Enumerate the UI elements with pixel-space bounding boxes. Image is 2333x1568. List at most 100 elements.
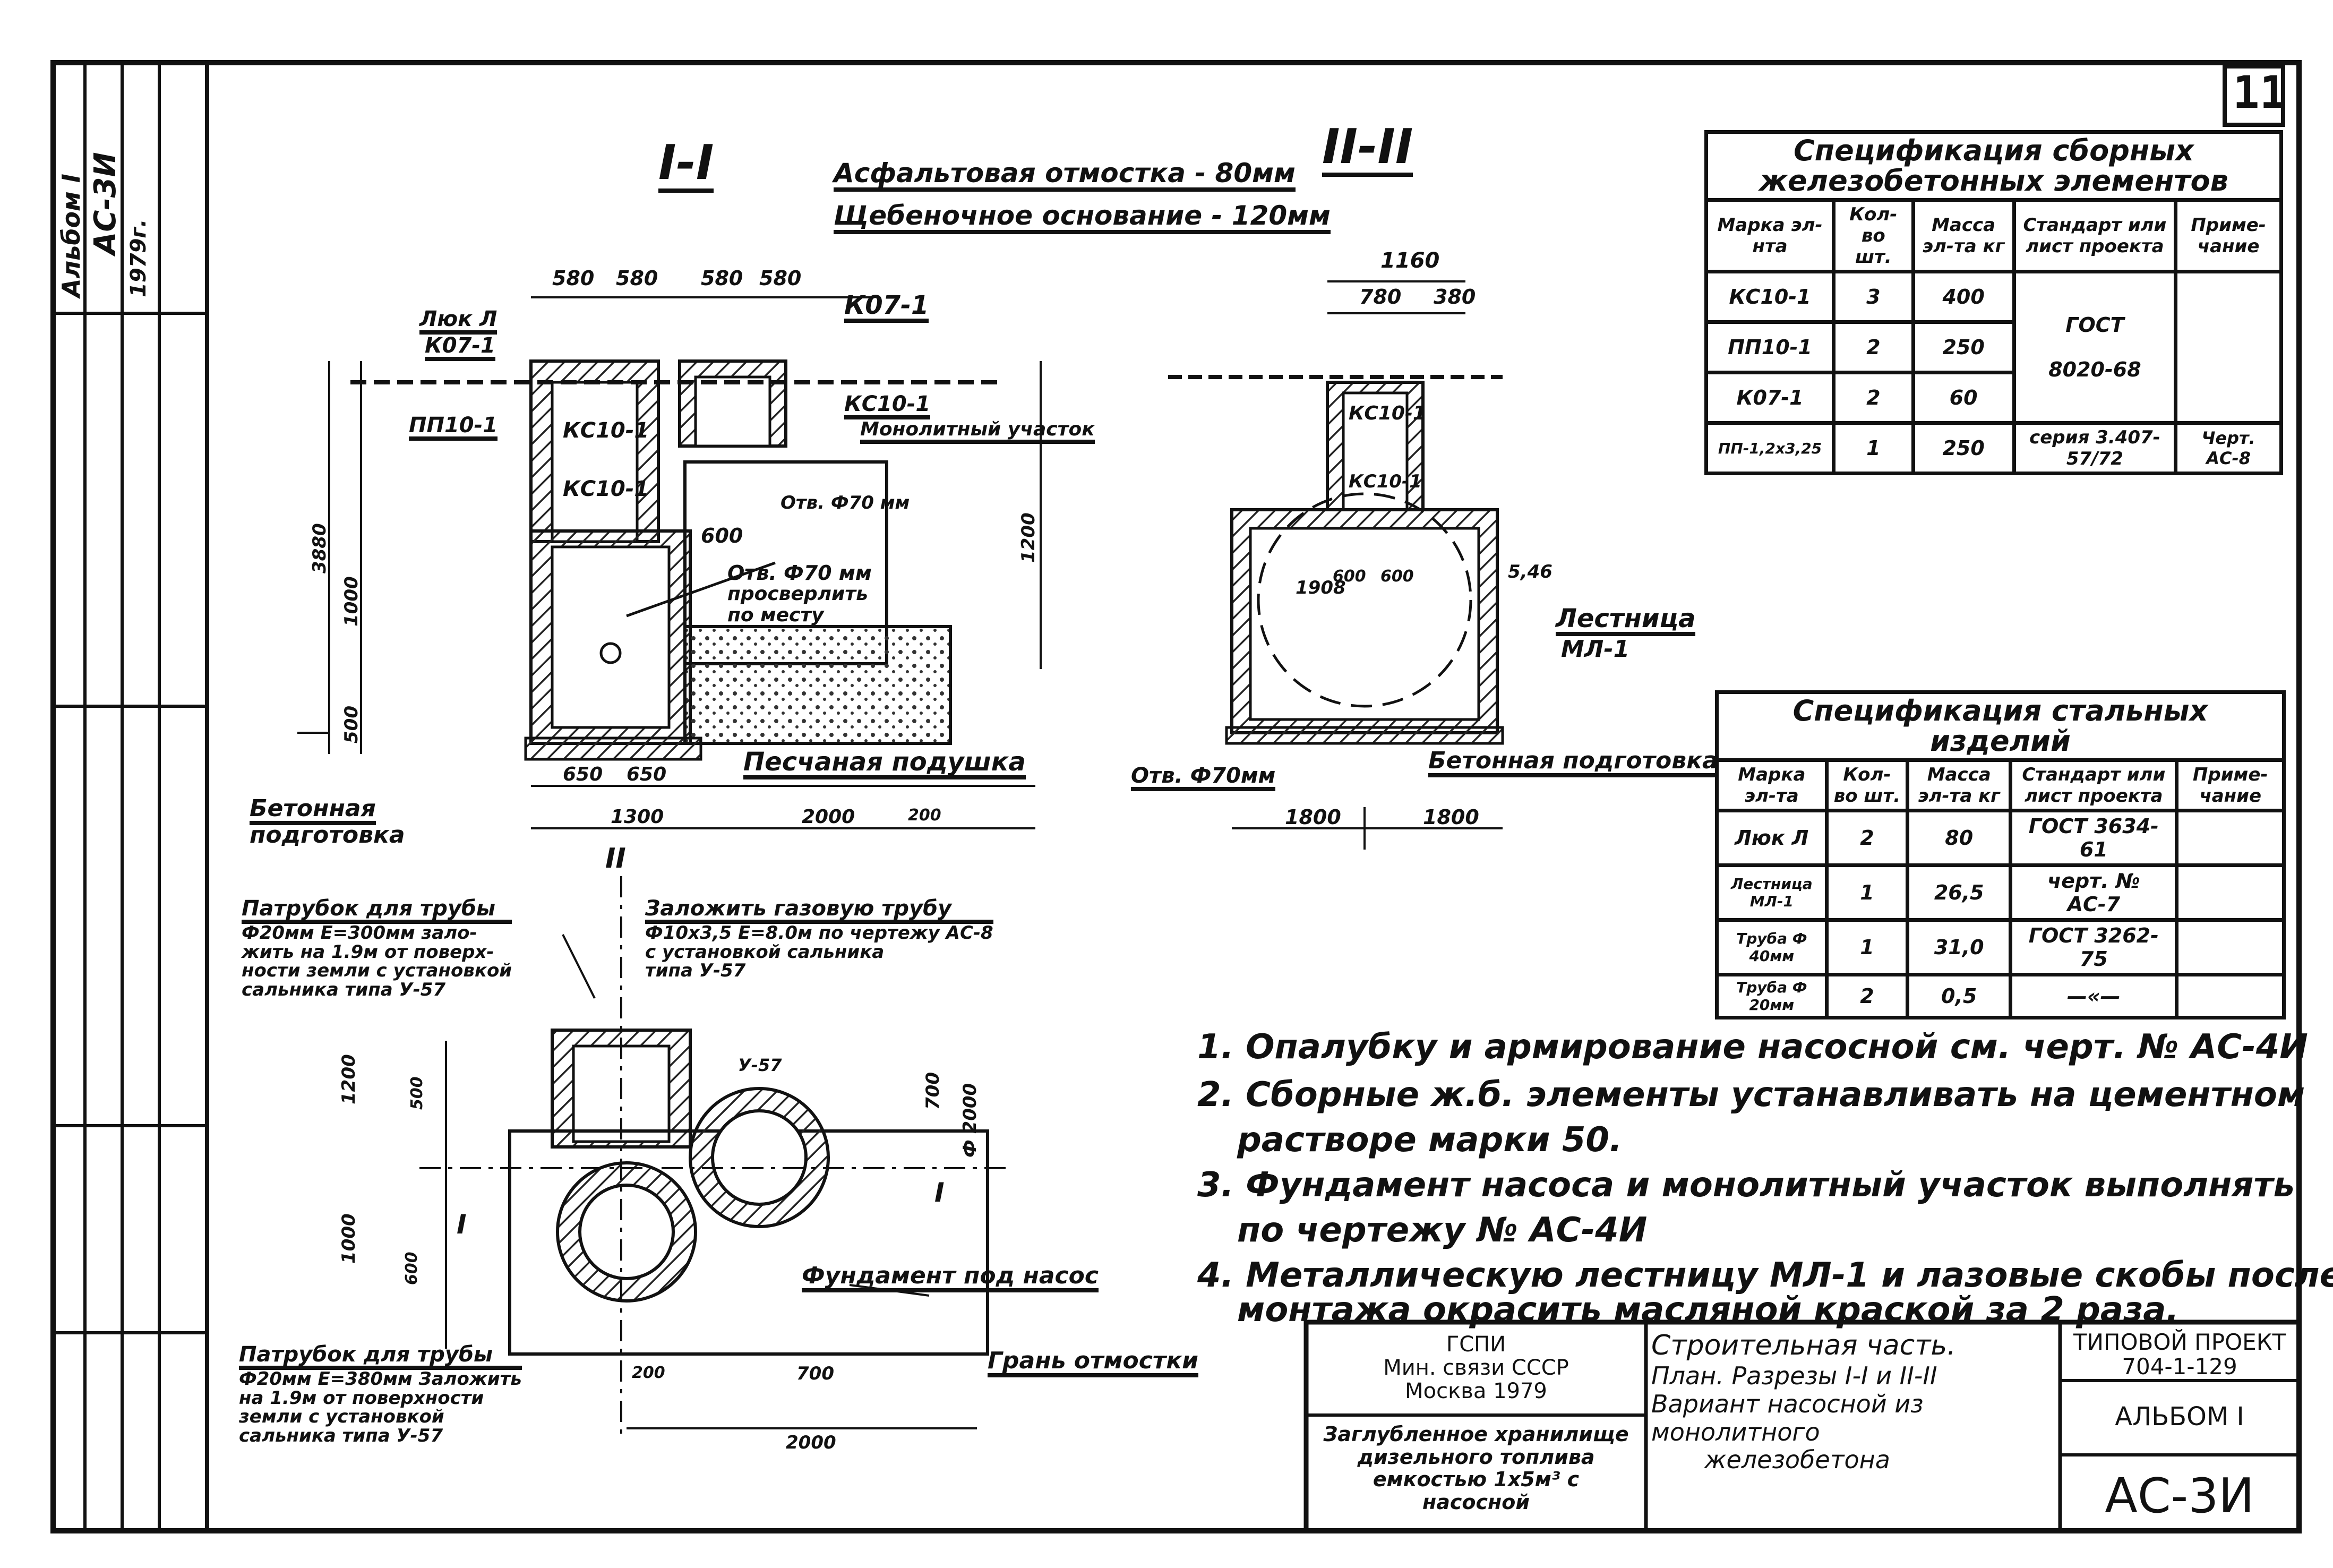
tb-variant-3: железобетона (1704, 1445, 1890, 1475)
dim-left-1: 3880 (309, 523, 330, 573)
spec-steel-cell: 2 (1824, 809, 1910, 868)
tb-org-3: Москва 1979 (1405, 1379, 1547, 1403)
spec-steel-cell: черт. № АС-7 (2009, 863, 2179, 922)
spec-rc-cell: ПП-1,2х3,25 (1704, 421, 1836, 476)
section-1-title: I-I (658, 138, 714, 193)
spec-rc-cell: 60 (1911, 371, 2016, 425)
label-hole-drill-1: Отв. Ф70 мм (727, 561, 872, 585)
label-hole-drill-2: просверлить (727, 583, 868, 605)
spec-rc-cell: Черт. АС-8 (2174, 421, 2283, 476)
s2-d600b: 600 (1380, 567, 1414, 586)
tb-variant-1: Вариант насосной из (1651, 1389, 1924, 1418)
spec-steel-cell: Люк Л (1715, 809, 1829, 868)
pipe-note-2-line: Патрубок для трубы (239, 1343, 522, 1370)
tb-org-2: Мин. связи СССР (1383, 1356, 1569, 1380)
plan-view (419, 876, 1009, 1434)
section-1 (297, 296, 1042, 829)
dim-bottom-3: 1300 (611, 806, 664, 828)
spec-rc-gost: ГОСТ 8020-68 (2012, 270, 2178, 425)
spec-rc-title: Спецификация сборных железобетонных элем… (1704, 130, 2283, 202)
plan-edge: Грань отмостки (988, 1348, 1198, 1378)
label-k07-left: К07-1 (425, 335, 495, 361)
spec-steel-cell: Труба Ф 20мм (1715, 973, 1829, 1020)
dim-left-3: 500 (341, 706, 362, 743)
tb-sheet-title: План. Разрезы I-I и II-II (1651, 1361, 1937, 1390)
spec-steel-cell (2175, 809, 2286, 868)
spec-rc-cell: КС10-1 (1704, 270, 1836, 324)
gas-note-line: с установкой сальника (645, 941, 885, 963)
tb-object-3: емкостью 1х5м³ с (1373, 1468, 1580, 1492)
plan-dim: Ф 2000 (959, 1083, 981, 1158)
dim-bottom-2: 650 (627, 764, 667, 785)
spec-steel-cell: —«— (2009, 973, 2179, 1020)
tb-project-no: 704-1-129 (2122, 1353, 2237, 1380)
callout-asphalt: Асфальтовая отмостка - 80мм (834, 159, 1296, 192)
plan-dim: 1000 (338, 1213, 359, 1264)
spec-rc-cell: 250 (1911, 320, 2016, 375)
plan-foundation: Фундамент под насос (802, 1263, 1099, 1293)
spec-rc-gost-num: 8020-68 (2048, 358, 2141, 382)
strip-sheet: АС-3И (88, 152, 123, 255)
tb-object: Заглубленное хранилище дизельного топлив… (1311, 1423, 1641, 1513)
tb-variant-2: монолитного (1651, 1417, 1820, 1446)
s2-label-kc-1: КС10-1 (1349, 402, 1426, 424)
tb-project: ТИПОВОЙ ПРОЕКТ 704-1-129 (2063, 1330, 2296, 1379)
tb-object-4: насосной (1422, 1490, 1530, 1514)
spec-rc-cell: 3 (1832, 270, 1915, 324)
gas-note-line: Ф10х3,5 Е=8.0м по чертежу АС-8 (645, 922, 993, 944)
spec-rc-cell: серия 3.407-57/72 (2012, 421, 2178, 476)
spec-steel-cell (2175, 863, 2286, 922)
spec-rc-title-1: Спецификация сборных (1794, 134, 2194, 167)
plan-dim: 1200 (338, 1054, 359, 1104)
gas-note-line: Заложить газовую трубу (645, 897, 993, 924)
label-kc-1: КС10-1 (563, 418, 649, 443)
tb-album: АЛЬБОМ I (2115, 1402, 2244, 1432)
label-concrete-2: подготовка (250, 821, 405, 849)
spec-steel-cell: Труба Ф 40мм (1715, 918, 1829, 977)
plan-dim: 500 (408, 1076, 426, 1110)
spec-steel-cell: ГОСТ 3262-75 (2009, 918, 2179, 977)
spec-steel-title: Спецификация стальных изделий (1715, 690, 2286, 762)
spec-rc-header: Кол-во шт. (1832, 198, 1915, 274)
s2-concrete: Бетонная подготовка (1428, 748, 1718, 778)
plan-dim: 700 (922, 1072, 944, 1110)
section-2-title: II-II (1322, 122, 1413, 177)
spec-rc-header: Масса эл-та кг (1911, 198, 2016, 274)
s2-dia: 1908 (1296, 577, 1346, 598)
tb-code: АС-3И (2105, 1468, 2254, 1524)
s2-ladder-2: МЛ-1 (1561, 636, 1630, 663)
spec-rc-cell: 2 (1832, 371, 1915, 425)
spec-steel-title-1: Спецификация стальных (1792, 694, 2208, 727)
label-dim-600: 600 (701, 524, 743, 547)
s2-dim-bottom-2: 1800 (1423, 806, 1479, 829)
dim-bottom-4: 2000 (802, 806, 855, 828)
s2-hole: Отв. Ф70мм (1131, 765, 1276, 791)
spec-rc-title-2: железобетонных элементов (1759, 164, 2228, 198)
spec-steel-cell: 2 (1824, 973, 1910, 1020)
spec-steel-cell: 1 (1824, 918, 1910, 977)
label-concrete-1: Бетонная (250, 796, 376, 826)
s2-dim-bottom-1: 1800 (1285, 806, 1341, 829)
spec-rc-empty (2174, 270, 2283, 425)
spec-steel-cell: 80 (1906, 809, 2013, 868)
note-line: 4. Металлическую лестницу МЛ-1 и лазовые… (1197, 1256, 2333, 1295)
spec-steel-cell: ГОСТ 3634-61 (2009, 809, 2179, 868)
title-block-frame (1303, 1319, 2302, 1533)
plan-dim: 600 (402, 1252, 421, 1285)
plan-cut-right: I (934, 1177, 945, 1208)
tb-object-2: дизельного топлива (1357, 1445, 1595, 1469)
spec-steel-table: Спецификация стальных изделий Марка эл-т… (1715, 690, 2286, 1020)
spec-rc-cell: 250 (1911, 421, 2016, 476)
spec-steel-header: Марка эл-та (1715, 758, 1829, 813)
spec-rc-cell: 1 (1832, 421, 1915, 476)
note-line: раcтворе марки 50. (1237, 1120, 1623, 1160)
pipe-note-1: Патрубок для трубы Ф20мм Е=300мм зало- ж… (242, 897, 512, 1000)
spec-rc-header: Приме-чание (2174, 198, 2283, 274)
spec-rc-table: Спецификация сборных железобетонных элем… (1704, 130, 2283, 476)
spec-rc-cell: ПП10-1 (1704, 320, 1836, 375)
label-k07-right: К07-1 (844, 292, 929, 323)
s2-label-kc-2: КС10-1 (1349, 471, 1422, 492)
plan-dim: 200 (632, 1364, 665, 1382)
spec-rc-header: Стандарт или лист проекта (2012, 198, 2178, 274)
gas-note: Заложить газовую трубу Ф10х3,5 Е=8.0м по… (645, 897, 993, 981)
